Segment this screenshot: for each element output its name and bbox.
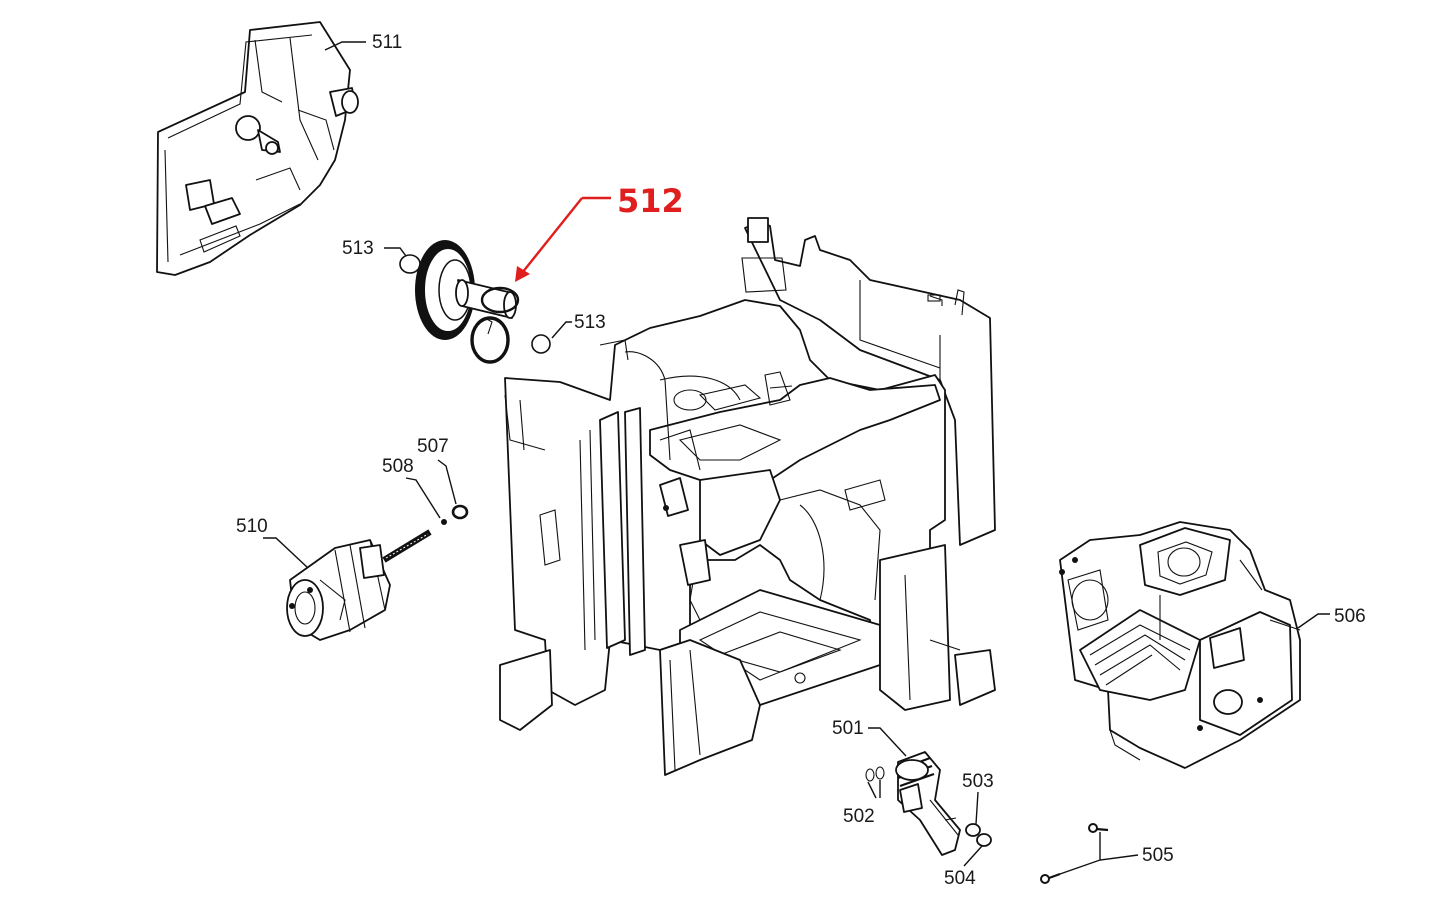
label-508: 508 (382, 456, 414, 477)
leader-501 (868, 727, 907, 757)
label-512: 512 (617, 182, 684, 220)
leader-513-right (551, 321, 572, 339)
leader-510 (263, 537, 309, 569)
label-502: 502 (843, 806, 875, 827)
leader-508 (405, 477, 441, 519)
label-501: 501 (832, 718, 864, 739)
part-503-oring (965, 823, 981, 837)
main-frame-housing (499, 217, 996, 776)
leader-507 (437, 459, 457, 505)
leader-511 (324, 41, 366, 51)
part-502-oring-2 (875, 766, 885, 780)
label-513-left: 513 (342, 238, 374, 259)
leader-504 (963, 845, 983, 867)
callout-512 (515, 196, 611, 282)
part-505-screws (1040, 823, 1109, 884)
leader-503 (975, 791, 979, 825)
leader-506 (1297, 613, 1330, 629)
label-513-right: 513 (574, 312, 606, 333)
part-502-oring-1 (865, 768, 875, 782)
part-513-ring-right (531, 334, 551, 354)
part-510-motor (286, 529, 432, 641)
part-511-side-cover (156, 21, 359, 276)
part-504-oring (976, 833, 992, 847)
leader-505-b (1059, 854, 1139, 875)
label-506: 506 (1334, 606, 1366, 627)
part-506-brew-unit (1059, 521, 1301, 769)
label-507: 507 (417, 436, 449, 457)
part-508-washer (441, 519, 447, 525)
label-503: 503 (962, 771, 994, 792)
leader-502-a (867, 781, 877, 799)
label-510: 510 (236, 516, 268, 537)
part-501-valve (895, 751, 961, 856)
label-505: 505 (1142, 845, 1174, 866)
part-512-gear-assembly (415, 240, 520, 364)
part-507-nut (451, 504, 469, 520)
leader-513-left (384, 247, 407, 257)
label-504: 504 (944, 868, 976, 889)
part-513-ring-left (399, 254, 421, 274)
label-511: 511 (372, 32, 402, 53)
